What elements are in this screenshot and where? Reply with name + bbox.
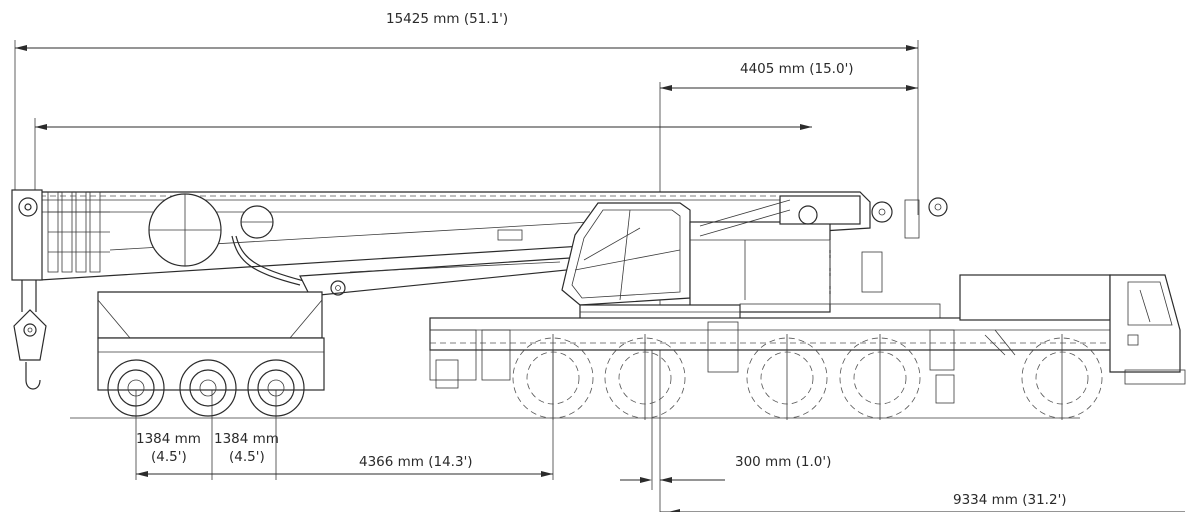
axle-spacing-2-ft-label: (4.5'): [229, 449, 265, 465]
slew-offset-label: 300 mm (1.0'): [735, 454, 831, 470]
axle-spacing-2-mm-label: 1384 mm: [214, 431, 279, 447]
carrier-details: [435, 329, 1139, 404]
outrigger-frame: [97, 291, 325, 391]
superstructure: [689, 195, 948, 313]
hook-block: [13, 280, 47, 390]
crane-cab: [561, 202, 691, 306]
rear-to-axis-label: 4366 mm (14.3'): [359, 454, 473, 470]
overall-length-label: 15425 mm (51.1'): [386, 11, 508, 27]
axle-spacing-1-mm-label: 1384 mm: [136, 431, 201, 447]
turntable: [579, 303, 941, 320]
wheels: [107, 334, 1103, 420]
axis-to-front-label: 9334 mm (31.2'): [953, 492, 1067, 508]
driver-cab: [1109, 274, 1186, 385]
axle-spacing-1-ft-label: (4.5'): [151, 449, 187, 465]
front-overhang-label: 4405 mm (15.0'): [740, 61, 854, 77]
carrier-chassis: [429, 274, 1131, 381]
